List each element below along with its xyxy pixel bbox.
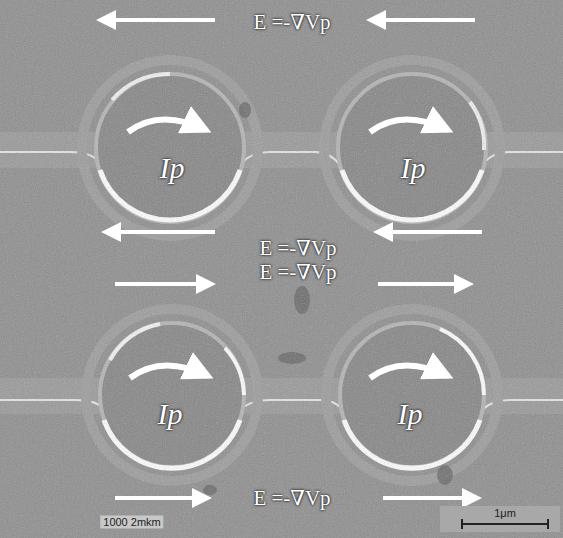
- field-label: E =-∇Vp: [259, 262, 336, 283]
- field-label: E =-∇Vp: [259, 238, 336, 259]
- scale-bar: [547, 519, 549, 529]
- scale-bar: [461, 519, 463, 529]
- current-label: Ip: [158, 399, 183, 429]
- scale-panel: [440, 506, 560, 532]
- scale-bar: [462, 523, 548, 525]
- current-arrow: [128, 119, 448, 378]
- current-label: Ip: [401, 153, 426, 183]
- field-label: E =-∇Vp: [253, 488, 330, 509]
- field-arrow: [100, 20, 482, 498]
- scale-label: 1μm: [492, 508, 518, 519]
- current-label: Ip: [398, 399, 423, 429]
- instrument-label: 1000 2mkm: [100, 516, 163, 529]
- field-label: E =-∇Vp: [253, 12, 330, 33]
- current-label: Ip: [160, 153, 185, 183]
